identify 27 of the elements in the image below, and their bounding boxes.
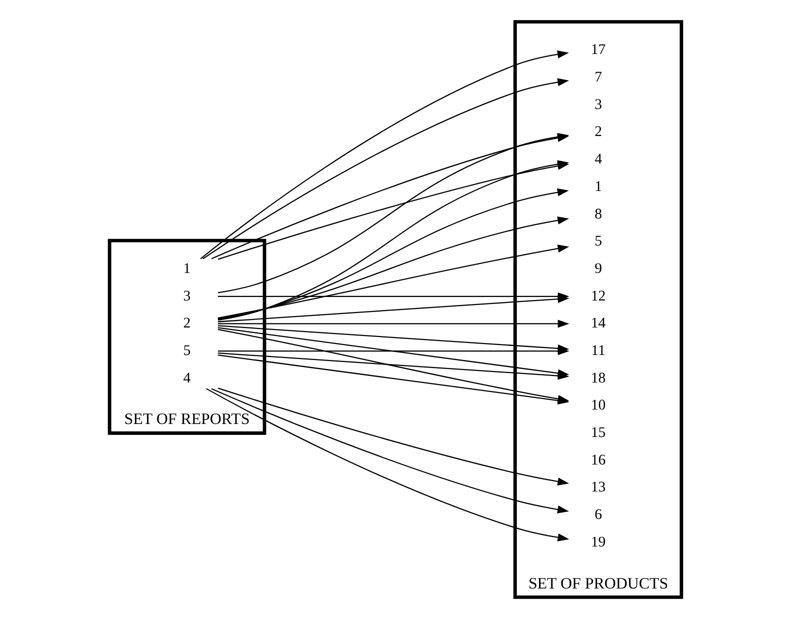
node-text: 12 <box>590 288 606 304</box>
node-text: 18 <box>590 370 606 386</box>
node-text: 13 <box>590 480 606 496</box>
node-text: 4 <box>594 152 602 168</box>
node-text: 4 <box>182 370 190 386</box>
node-text: 19 <box>590 534 606 550</box>
node-text: 14 <box>590 316 606 332</box>
node-text: 5 <box>594 234 602 250</box>
node-text: 6 <box>594 507 602 523</box>
node-text: 17 <box>590 42 606 58</box>
arrow <box>217 292 569 300</box>
node-text: 7 <box>594 70 602 86</box>
arrow <box>217 347 569 356</box>
node-text: 16 <box>590 452 606 468</box>
node-text: 11 <box>590 342 605 359</box>
node-text: 3 <box>182 288 190 304</box>
node-text: 8 <box>594 206 602 222</box>
node-text: 5 <box>182 342 190 359</box>
node-text: 2 <box>182 316 190 332</box>
node-text: 1 <box>594 178 602 195</box>
node-text: 15 <box>590 424 606 441</box>
node-text: 10 <box>590 398 606 414</box>
arrow <box>217 320 569 328</box>
node-text: 1 <box>182 260 190 277</box>
node-text: 2 <box>594 124 602 140</box>
node-text: 9 <box>594 260 602 277</box>
node-text: 3 <box>594 96 602 113</box>
